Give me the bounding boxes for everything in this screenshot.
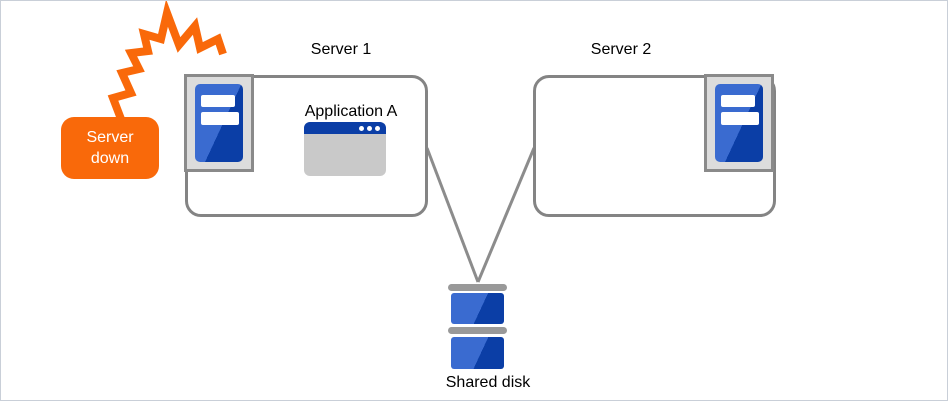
connector-server2-disk xyxy=(476,147,536,283)
server2-label: Server 2 xyxy=(590,41,652,58)
shared-disk-label: Shared disk xyxy=(445,374,531,391)
connector-server1-disk xyxy=(425,147,480,283)
server2-tower-slot xyxy=(721,112,759,125)
disk-divider xyxy=(448,327,507,334)
server-down-line1: Server xyxy=(86,129,134,146)
server1-tower-body xyxy=(195,84,243,162)
server2-tower-icon xyxy=(704,74,774,172)
app-window-buttons-icon xyxy=(359,125,380,131)
app-window-titlebar xyxy=(304,122,386,134)
disk-stack-icon xyxy=(448,284,507,291)
server1-label: Server 1 xyxy=(310,41,372,58)
server-down-line2: down xyxy=(90,150,130,167)
server1-tower-slot xyxy=(201,112,239,125)
disk-platter xyxy=(451,337,504,369)
application-a-label: Application A xyxy=(304,103,398,120)
server2-tower-body xyxy=(715,84,763,162)
server-down-badge: Server down xyxy=(61,117,159,179)
app-window-icon xyxy=(304,122,386,176)
disk-platter xyxy=(451,293,504,324)
server1-tower-slot xyxy=(201,95,235,107)
server2-tower-slot xyxy=(721,95,755,107)
server1-tower-icon xyxy=(184,74,254,172)
